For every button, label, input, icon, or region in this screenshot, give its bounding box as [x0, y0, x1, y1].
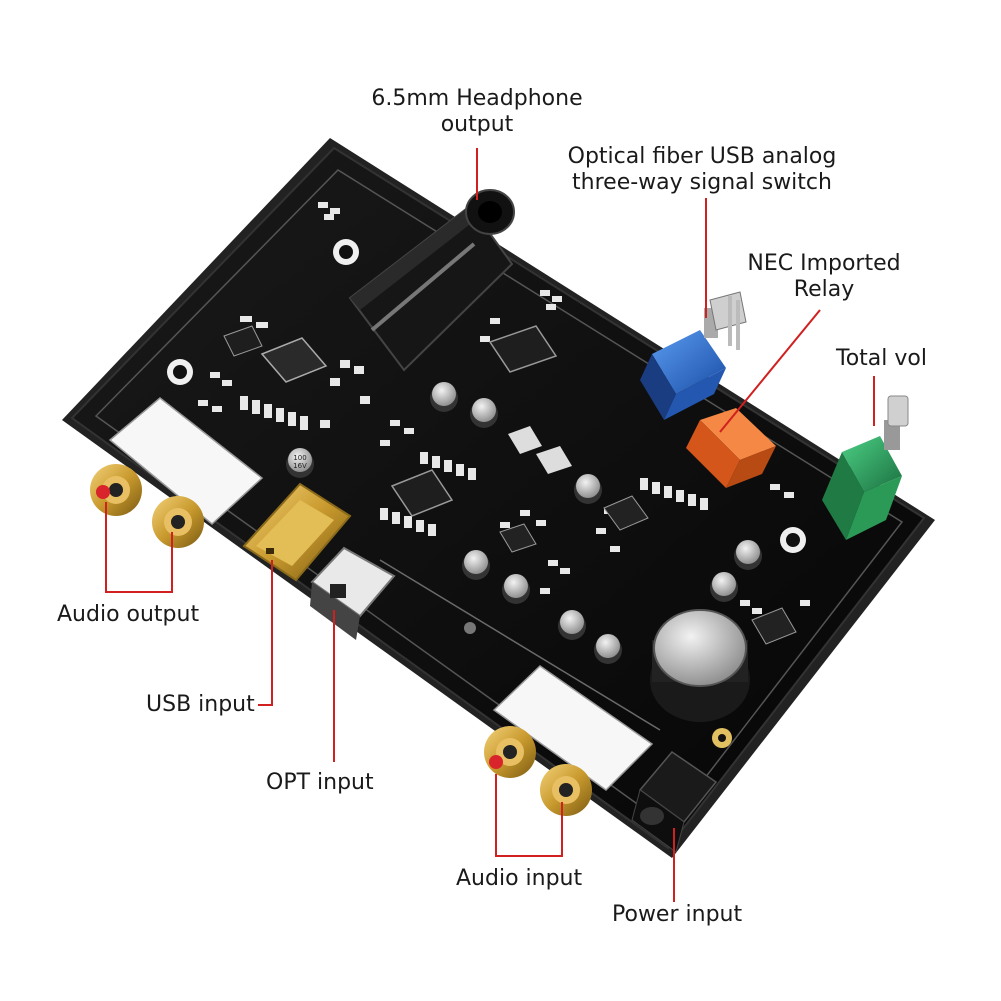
- signal-switch: [640, 291, 747, 420]
- headphone-output-label: 6.5mm Headphone output: [337, 86, 617, 138]
- relay-label-line2: Relay: [793, 277, 855, 302]
- total-vol-label: Total vol: [836, 346, 927, 371]
- relay-label-line1: NEC Imported: [747, 251, 901, 276]
- signal-switch-label: Optical fiber USB analog three-way signa…: [552, 144, 852, 196]
- headphone-label-line1: 6.5mm Headphone: [371, 86, 583, 111]
- switch-label-line1: Optical fiber USB analog: [567, 144, 837, 169]
- usb-input-label: USB input: [146, 692, 255, 717]
- main-filter-capacitor: [650, 609, 750, 722]
- switch-label-line2: three-way signal switch: [572, 170, 832, 195]
- cap-print-voltage: 16V: [293, 462, 307, 470]
- audio-output-label: Audio output: [57, 602, 200, 627]
- relay: [686, 408, 776, 488]
- mounting-holes: [167, 239, 806, 748]
- usb-port: [242, 482, 352, 582]
- rca-output-jacks: [90, 397, 264, 548]
- volume-potentiometer: [822, 395, 909, 540]
- rca-input-jacks: [484, 665, 654, 816]
- leader-lines: [105, 148, 875, 902]
- headphone-jack: [348, 189, 515, 372]
- headphone-label-line2: output: [440, 112, 514, 137]
- smd-components: [198, 202, 810, 614]
- audio-input-label: Audio input: [456, 866, 583, 891]
- opt-input-label: OPT input: [266, 770, 374, 795]
- capacitor-marking: 100 16V: [293, 454, 307, 470]
- power-input-label: Power input: [612, 902, 743, 927]
- ic-chips: [223, 325, 797, 645]
- cap-print-value: 100: [293, 454, 306, 462]
- small-capacitors: [286, 382, 762, 664]
- dc-power-jack: [631, 750, 718, 853]
- relay-label: NEC Imported Relay: [724, 251, 924, 303]
